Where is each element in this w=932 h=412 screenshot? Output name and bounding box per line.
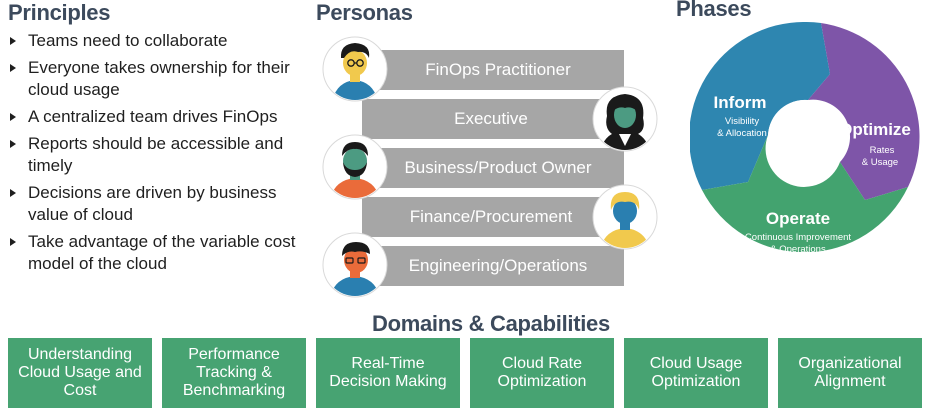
domain-understanding-cloud-usage: Understanding Cloud Usage and Cost	[8, 338, 152, 408]
phase-optimize-desc-line1: Rates	[870, 145, 895, 156]
principle-text: Reports should be accessible and timely	[28, 134, 284, 175]
domain-label: Real-Time Decision Making	[329, 355, 447, 390]
bullet-triangle-icon	[10, 189, 16, 197]
domain-organizational-alignment: Organizational Alignment	[778, 338, 922, 408]
persona-finance-procurement: Finance/Procurement	[362, 197, 620, 237]
bullet-triangle-icon	[10, 64, 16, 72]
bullet-triangle-icon	[10, 37, 16, 45]
domain-label: Cloud Usage Optimization	[649, 355, 743, 390]
principle-item: Everyone takes ownership for their cloud…	[6, 57, 316, 101]
phase-inform-desc-line2: & Allocation	[717, 128, 767, 139]
principle-item: Decisions are driven by business value o…	[6, 182, 316, 226]
domain-label: Cloud Rate Optimization	[497, 355, 587, 390]
principles-heading: Principles	[8, 0, 111, 25]
bullet-triangle-icon	[10, 140, 16, 148]
personas-heading: Personas	[316, 0, 413, 25]
domain-cloud-rate-optimization: Cloud Rate Optimization	[470, 338, 614, 408]
phase-inform-segment	[690, 22, 830, 190]
business-owner-avatar-icon	[322, 134, 388, 200]
principles-list: Teams need to collaborate Everyone takes…	[6, 30, 316, 280]
domain-cloud-usage-optimization: Cloud Usage Optimization	[624, 338, 768, 408]
principle-text: Everyone takes ownership for their cloud…	[28, 58, 290, 99]
domain-label: Performance Tracking & Benchmarking	[182, 346, 286, 399]
principle-text: Decisions are driven by business value o…	[28, 183, 277, 224]
principle-text: Teams need to collaborate	[28, 31, 228, 50]
persona-executive: Executive	[362, 99, 620, 139]
engineering-avatar-icon	[322, 232, 388, 298]
phase-inform-desc-line1: Visibility	[725, 116, 759, 127]
persona-finops-practitioner: FinOps Practitioner	[372, 50, 624, 90]
domain-performance-tracking: Performance Tracking & Benchmarking	[162, 338, 306, 408]
principle-text: Take advantage of the variable cost mode…	[28, 232, 296, 273]
persona-engineering-operations: Engineering/Operations	[372, 246, 624, 286]
phase-optimize-name: Optimize	[839, 120, 911, 139]
principle-text: A centralized team drives FinOps	[28, 107, 278, 126]
executive-avatar-icon	[592, 86, 658, 152]
finance-procurement-avatar-icon	[592, 184, 658, 250]
finops-practitioner-avatar-icon	[322, 36, 388, 102]
principle-item: Teams need to collaborate	[6, 30, 316, 52]
principle-item: Take advantage of the variable cost mode…	[6, 231, 316, 275]
bullet-triangle-icon	[10, 113, 16, 121]
phase-operate-segment	[702, 135, 908, 252]
phases-heading: Phases	[676, 0, 752, 21]
domains-heading: Domains & Capabilities	[372, 311, 610, 336]
phase-operate-desc-line1: Continuous Improvement	[745, 232, 851, 243]
persona-business-product-owner: Business/Product Owner	[372, 148, 624, 188]
domain-label: Understanding Cloud Usage and Cost	[18, 346, 142, 399]
phase-optimize-desc-line2: & Usage	[862, 157, 898, 168]
phases-cycle-diagram: Inform Visibility & Allocation Optimize …	[690, 22, 920, 252]
phase-operate-name: Operate	[766, 209, 830, 228]
domain-label: Organizational Alignment	[798, 355, 902, 390]
bullet-triangle-icon	[10, 238, 16, 246]
phase-inform-name: Inform	[714, 93, 767, 112]
phase-optimize-segment	[808, 23, 920, 200]
principle-item: Reports should be accessible and timely	[6, 133, 316, 177]
principle-item: A centralized team drives FinOps	[6, 106, 316, 128]
domain-real-time-decision: Real-Time Decision Making	[316, 338, 460, 408]
phase-operate-desc-line2: & Operations	[770, 244, 826, 252]
